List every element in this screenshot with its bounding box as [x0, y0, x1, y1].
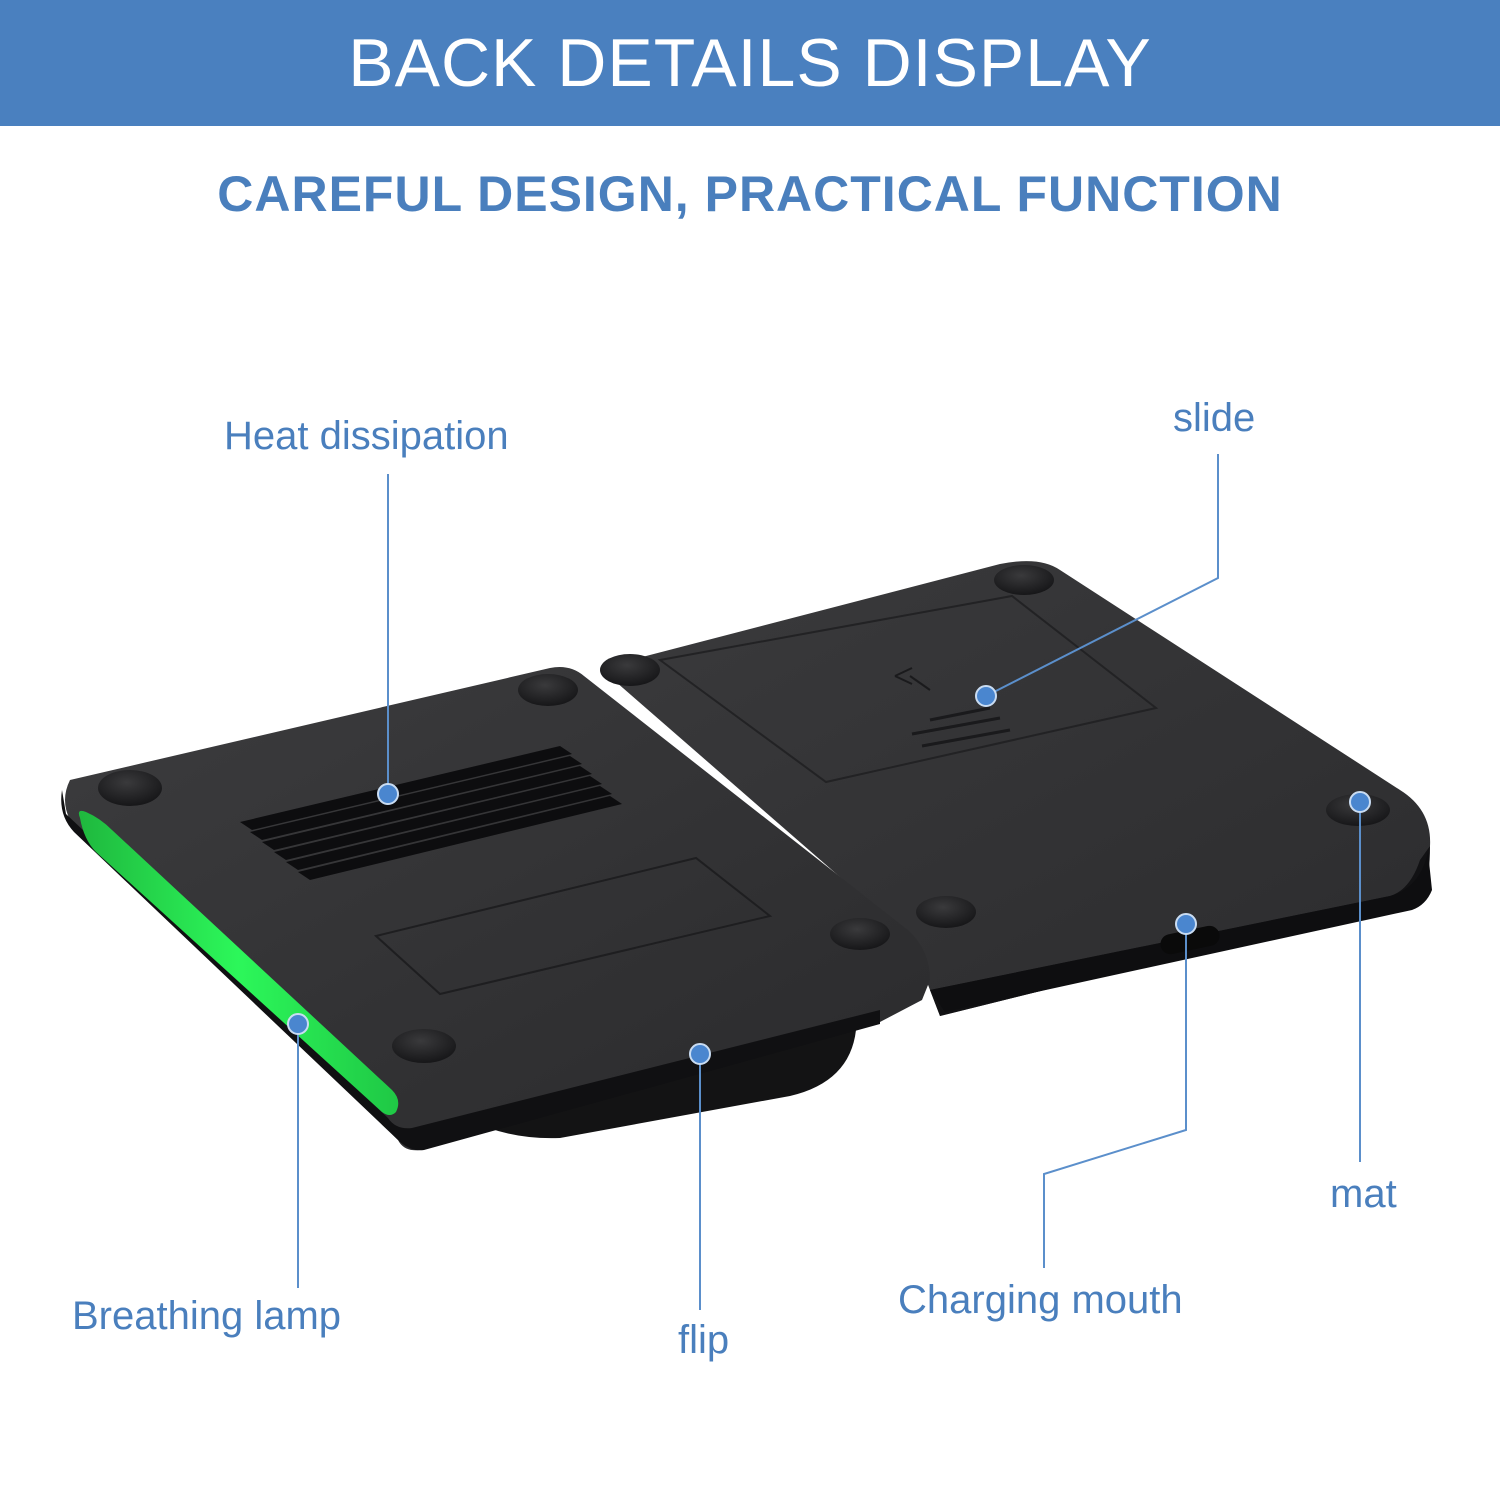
marker-breathing [287, 1013, 309, 1035]
mat-foot [916, 896, 976, 928]
callout-charging-mouth: Charging mouth [898, 1278, 1183, 1322]
marker-dots [287, 685, 1371, 1065]
marker-mat [1349, 791, 1371, 813]
marker-flip [689, 1043, 711, 1065]
leader-lines [297, 454, 1361, 1310]
callout-heat-dissipation: Heat dissipation [224, 414, 509, 458]
marker-heat [377, 783, 399, 805]
leader-line-slide [985, 454, 1219, 697]
heat-vent [240, 746, 622, 880]
breathing-lamp-strip [78, 810, 399, 1115]
mat-foot [994, 565, 1054, 595]
header-banner: BACK DETAILS DISPLAY [0, 0, 1500, 126]
callout-mat: mat [1330, 1172, 1397, 1216]
mat-foot [392, 1029, 456, 1063]
right-panel [600, 561, 1432, 1016]
leader-line-charging [1043, 924, 1187, 1268]
page-title: BACK DETAILS DISPLAY [348, 25, 1152, 101]
mat-foot [830, 918, 890, 950]
mat-foot [600, 654, 660, 686]
marker-charging [1175, 913, 1197, 935]
mat-foot [98, 770, 162, 806]
callout-breathing-lamp: Breathing lamp [72, 1294, 342, 1338]
callout-flip: flip [678, 1318, 730, 1362]
marker-slide [975, 685, 997, 707]
callout-slide: slide [1173, 396, 1256, 440]
page-subtitle: CAREFUL DESIGN, PRACTICAL FUNCTION [217, 166, 1283, 222]
mat-foot [518, 674, 578, 706]
left-panel [61, 667, 930, 1151]
